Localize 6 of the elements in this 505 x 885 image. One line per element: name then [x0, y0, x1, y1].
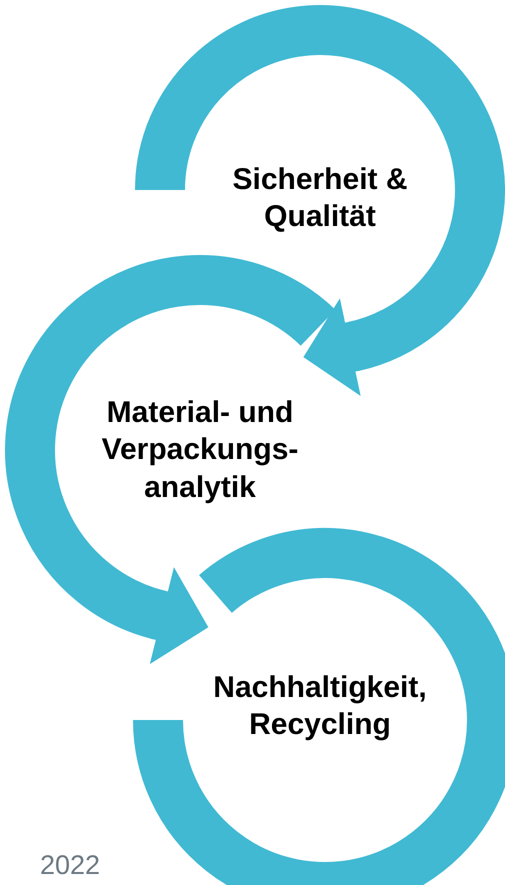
node-label: Sicherheit & Qualität [231, 162, 409, 235]
node-label: Material- und Verpackungs-analytik [100, 394, 300, 506]
node-label: Nachhaltigkeit, Recycling [212, 670, 428, 743]
arrow [150, 567, 208, 664]
footer-text: 2022 [40, 850, 100, 881]
arrow [303, 298, 361, 396]
